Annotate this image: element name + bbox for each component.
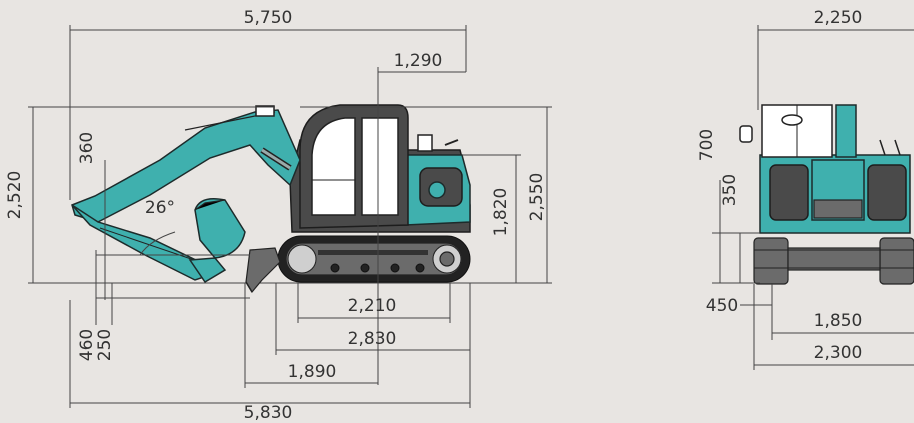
dim-blade-dig: 250 [95, 329, 115, 361]
cab [299, 104, 409, 229]
dim-overall-length-bottom: 5,830 [244, 403, 293, 423]
dim-cab-height: 2,550 [527, 173, 547, 222]
dim-blade-reach: 1,890 [288, 362, 337, 382]
side-view-dimensions: 5,750 1,290 2,520 360 26° 2,550 1,820 2,… [5, 8, 552, 423]
dim-track-gauge: 1,850 [814, 311, 863, 331]
dim-height-left: 2,520 [5, 171, 25, 220]
side-view-machine [71, 104, 480, 294]
dim-rear-swing: 1,290 [394, 51, 443, 71]
dim-shoe-width: 450 [706, 296, 738, 316]
dim-track-length: 2,210 [348, 296, 397, 316]
dim-blade-lift: 460 [77, 329, 97, 361]
dim-counterweight-height: 1,820 [491, 188, 511, 237]
dim-angle: 26° [145, 198, 175, 218]
dim-overall-width-bottom: 2,300 [814, 343, 863, 363]
bucket [188, 198, 246, 284]
dim-track-overall: 2,830 [348, 329, 397, 349]
rear-view-dimensions: 2,250 700 350 450 1,850 2,300 [697, 8, 914, 370]
boom [71, 105, 301, 223]
dim-rear-350: 350 [720, 174, 740, 206]
dim-overall-length-top: 5,750 [244, 8, 293, 28]
dim-overall-width-top: 2,250 [814, 8, 863, 28]
dim-rear-700: 700 [697, 129, 717, 161]
dozer-blade [245, 247, 281, 294]
dim-boom-360: 360 [77, 132, 97, 164]
crawler-track [277, 235, 471, 283]
rear-view-machine [739, 104, 914, 285]
